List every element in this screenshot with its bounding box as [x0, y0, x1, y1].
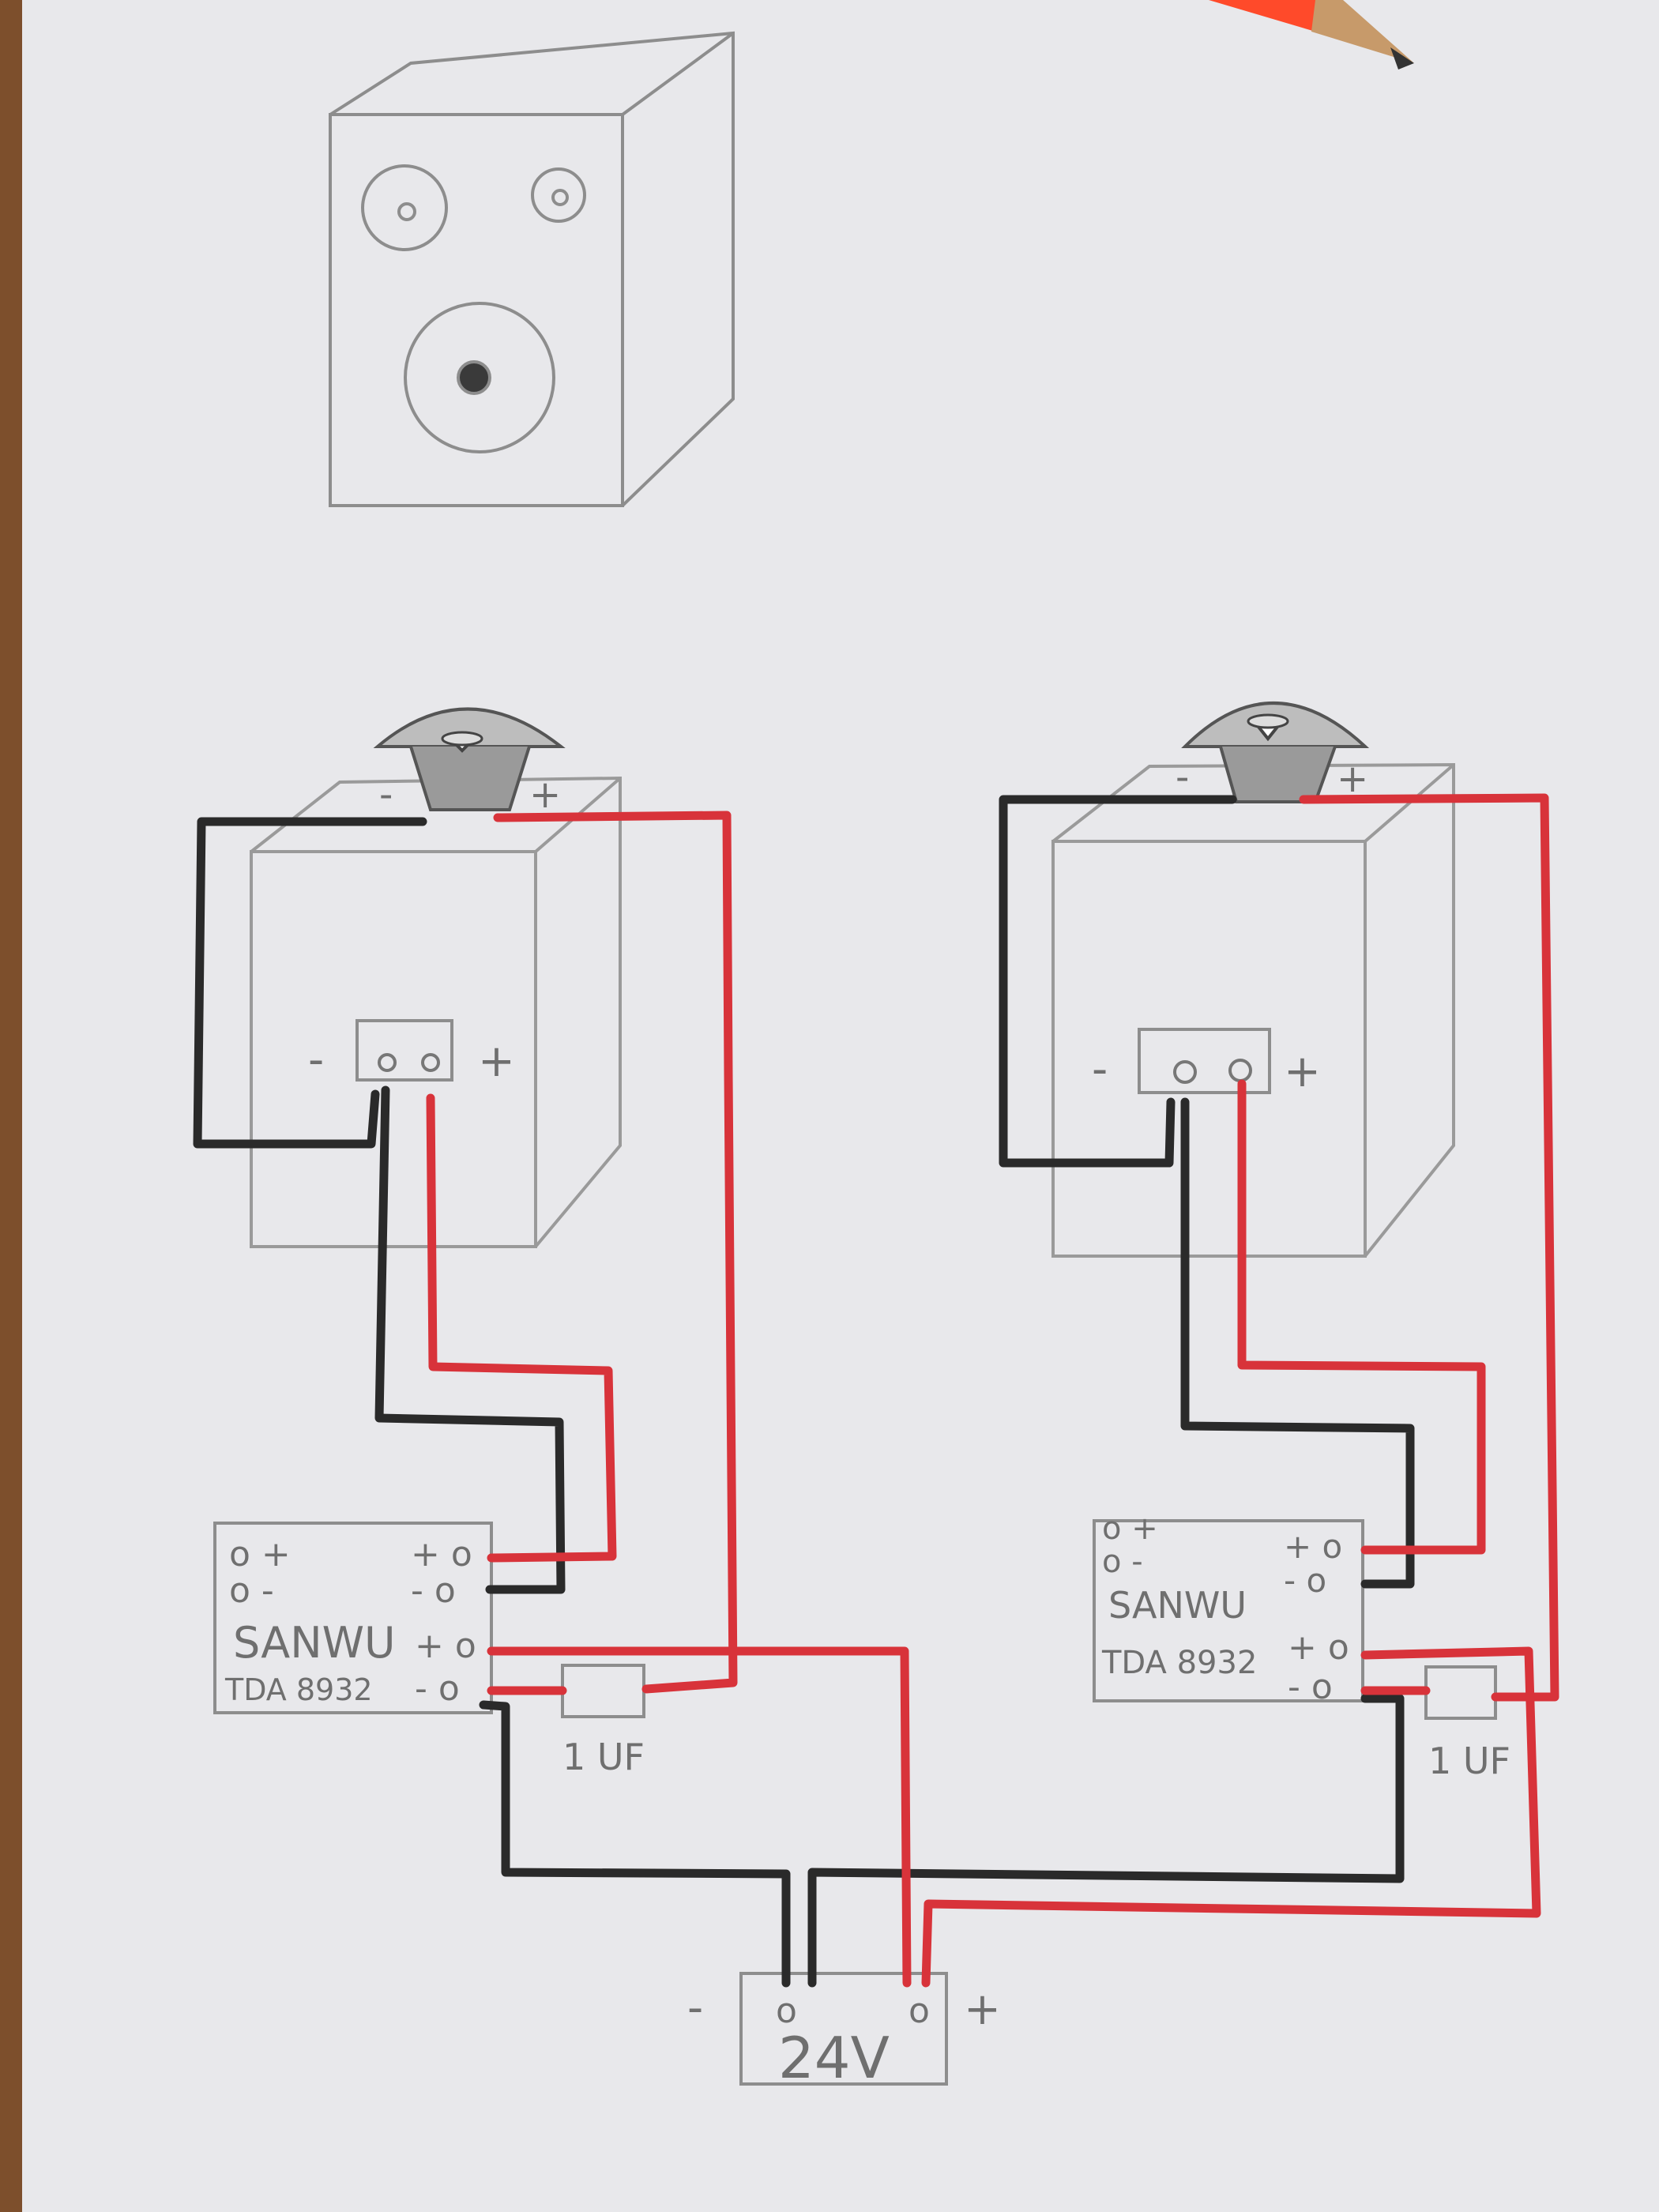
- left-amp-in-minus: o -: [229, 1571, 274, 1611]
- right-driver-minus: -: [1176, 755, 1189, 799]
- right-amp-red-out-wire: [1237, 1079, 1486, 1555]
- left-speaker-box: [250, 776, 622, 1248]
- right-amp-model: TDA 8932: [1101, 1645, 1257, 1681]
- left-terminal-plus: +: [478, 1036, 515, 1087]
- left-speaker-terminal: [356, 1019, 453, 1082]
- left-amp-pwr-plus: + o: [415, 1626, 476, 1666]
- left-amp-pwr-minus: - o: [415, 1668, 460, 1709]
- right-speaker-red-wire: [1299, 793, 1559, 1702]
- left-driver-icon: [373, 707, 566, 811]
- left-terminal-minus: -: [308, 1034, 324, 1085]
- psu-voltage: 24V: [778, 2025, 890, 2091]
- left-cap-label: 1 UF: [562, 1736, 645, 1778]
- left-amp-brand: SANWU: [233, 1618, 396, 1668]
- right-psu-red-wire: [921, 1646, 1541, 1988]
- psu-term-plus: o: [908, 1991, 930, 2031]
- left-speaker-red-wire: [493, 811, 738, 1694]
- right-terminal-minus: -: [1092, 1044, 1108, 1095]
- left-driver-plus: +: [529, 773, 561, 817]
- speaker-cabinet-sketch: [329, 31, 735, 507]
- left-amp-model: TDA 8932: [224, 1672, 373, 1707]
- right-driver-icon: [1181, 702, 1370, 803]
- right-amp-out-minus: - o: [1284, 1561, 1326, 1600]
- table-edge: [0, 0, 22, 2212]
- left-amp-board: [213, 1522, 493, 1714]
- right-cap-label: 1 UF: [1428, 1740, 1510, 1782]
- psu-plus: +: [964, 1984, 1001, 2035]
- left-amp-in-plus: o +: [229, 1534, 291, 1574]
- left-psu-red-wire: [487, 1646, 912, 1988]
- left-amp-red-out-wire: [426, 1093, 617, 1563]
- left-psu-black-wire: [479, 1700, 791, 1988]
- left-amp-black-out-wire: [374, 1085, 566, 1594]
- right-amp-pwr-plus: + o: [1288, 1627, 1349, 1668]
- right-speaker-black-wire: [999, 795, 1237, 1168]
- right-terminal-plus: +: [1284, 1046, 1321, 1097]
- right-psu-black-wire: [807, 1694, 1405, 1988]
- right-amp-black-out-wire: [1180, 1097, 1415, 1589]
- right-amp-in-plus: o +: [1102, 1510, 1158, 1547]
- psu-term-minus: o: [776, 1991, 797, 2031]
- right-amp-out-plus: + o: [1284, 1527, 1342, 1566]
- pencil-icon: [1185, 0, 1414, 70]
- right-amp-board: [1093, 1519, 1364, 1702]
- psu-minus: -: [687, 1982, 703, 2033]
- left-amp-out-plus: + o: [411, 1534, 472, 1574]
- right-amp-pwr-minus: - o: [1288, 1667, 1333, 1707]
- power-supply-box: [739, 1972, 948, 2086]
- left-speaker-black-wire: [193, 817, 427, 1149]
- paper-sheet: [8, 0, 1659, 2212]
- right-amp-brand: SANWU: [1108, 1584, 1247, 1627]
- left-amp-out-minus: - o: [411, 1571, 456, 1611]
- right-driver-plus: +: [1337, 757, 1368, 801]
- right-amp-in-minus: o -: [1102, 1544, 1143, 1580]
- left-driver-minus: -: [379, 773, 393, 817]
